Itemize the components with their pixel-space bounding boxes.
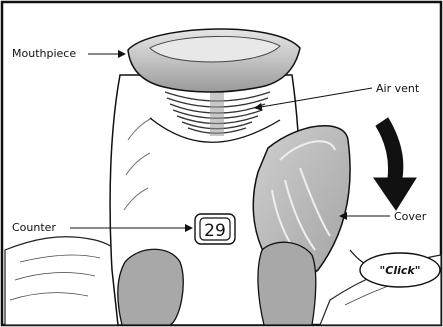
mouthpiece bbox=[128, 29, 300, 92]
click-text: "Click" bbox=[380, 264, 421, 277]
right-thumb bbox=[258, 242, 316, 325]
label-counter: Counter bbox=[12, 221, 56, 234]
counter-value: 29 bbox=[204, 221, 226, 241]
label-air-vent: Air vent bbox=[376, 82, 420, 95]
label-mouthpiece: Mouthpiece bbox=[12, 47, 76, 60]
left-hand bbox=[5, 237, 128, 325]
left-thumb bbox=[118, 249, 183, 325]
label-cover: Cover bbox=[394, 210, 427, 223]
dose-counter: 29 bbox=[195, 214, 235, 244]
